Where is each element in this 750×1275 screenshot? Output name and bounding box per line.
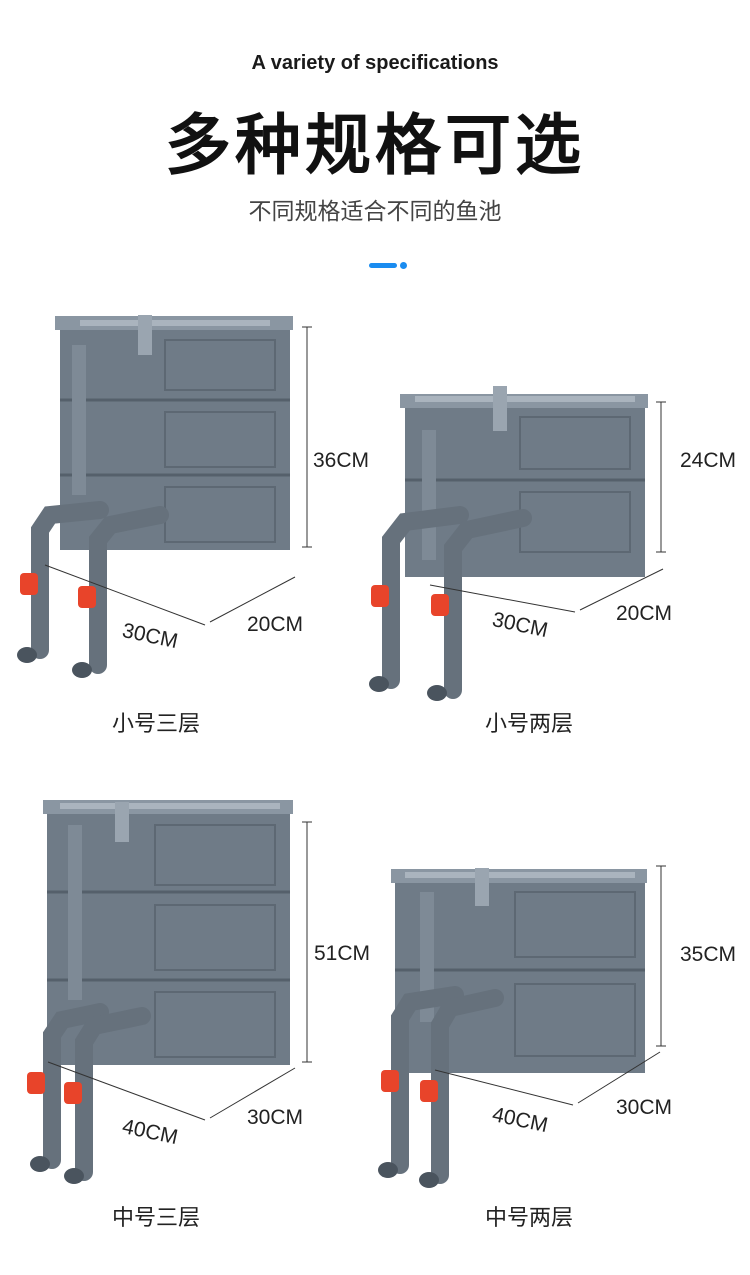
width-label: 30CM: [616, 1096, 673, 1119]
product-caption: 小号两层: [485, 712, 574, 737]
chinese-title: 多种规格可选: [165, 107, 585, 184]
width-label: 20CM: [247, 613, 304, 636]
filter-box-illustration: [378, 865, 666, 1188]
product-caption: 小号三层: [112, 712, 201, 737]
filter-box-illustration: [27, 800, 312, 1184]
product-caption: 中号两层: [485, 1206, 574, 1231]
width-label: 20CM: [616, 602, 673, 625]
product-small-three-layer: 36CM 30CM 20CM 小号三层: [0, 290, 375, 750]
height-label: 51CM: [314, 942, 371, 965]
width-label: 30CM: [247, 1106, 304, 1129]
product-medium-three-layer: 51CM 40CM 30CM 中号三层: [0, 780, 375, 1250]
filter-box-illustration: [17, 315, 312, 678]
english-title: A variety of specifications: [251, 52, 499, 74]
filter-box-illustration: [369, 386, 666, 701]
header: A variety of specifications 多种规格可选 不同规格适…: [0, 0, 750, 290]
product-caption: 中号三层: [112, 1206, 201, 1231]
accent-bar: [369, 263, 397, 268]
accent-dot: [400, 262, 407, 269]
subtitle: 不同规格适合不同的鱼池: [248, 199, 502, 225]
height-label: 35CM: [680, 943, 737, 966]
product-small-two-layer: 24CM 30CM 20CM 小号两层: [369, 290, 750, 750]
product-medium-two-layer: 35CM 40CM 30CM 中号两层: [375, 780, 750, 1250]
height-label: 24CM: [680, 449, 737, 472]
height-label: 36CM: [313, 449, 370, 472]
